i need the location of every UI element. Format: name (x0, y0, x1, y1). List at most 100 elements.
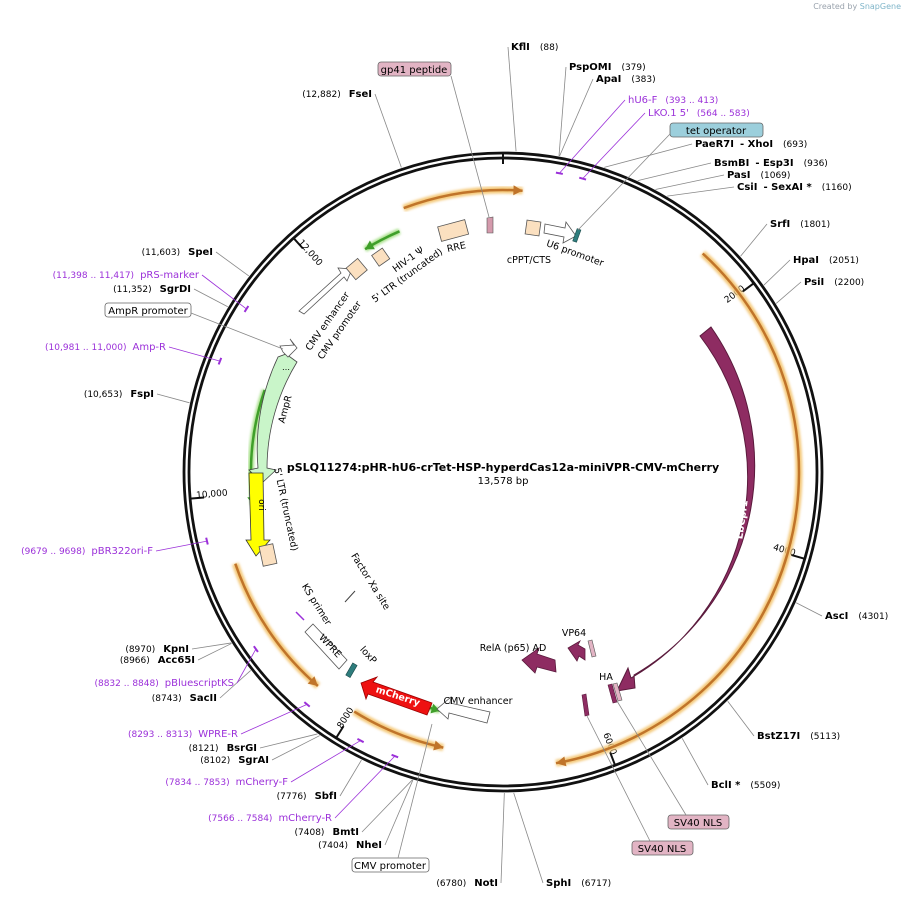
enzyme-label[interactable]: BsmBI- Esp3I(936) (714, 158, 828, 169)
primer-label[interactable]: (7834 .. 7853)mCherry-F (165, 777, 288, 788)
leader-sv40-2 (586, 715, 651, 842)
tick-label: 12,000 (295, 238, 324, 268)
ha-mark[interactable] (607, 683, 618, 704)
primer-label[interactable]: (8293 .. 8313)WPRE-R (128, 729, 238, 740)
enzyme-leader (604, 143, 693, 168)
feature-label-u6: U6 promoter (545, 238, 605, 269)
enzyme-label[interactable]: PsiI(2200) (804, 277, 864, 288)
enzyme-label[interactable]: (7776)SbfI (277, 791, 337, 802)
enzyme-label[interactable]: (8121)BsrGI (189, 743, 257, 754)
ltr-3-box[interactable] (258, 543, 278, 567)
callout-tet-operator[interactable]: tet operator (669, 122, 764, 138)
enzyme-label[interactable]: BstZ17I(5113) (757, 731, 840, 742)
vp64-arrow[interactable] (567, 639, 586, 662)
enzyme-label[interactable]: PasI(1069) (727, 170, 790, 181)
enzyme-labels: KflI(88) PspOMI(379)ApaI(383) PaeR7I- XhoI… (84, 42, 888, 889)
enzyme-label[interactable]: (11,352)SgrDI (113, 284, 191, 295)
enzyme-label[interactable]: (7408)BmtI (295, 827, 359, 838)
primer-label[interactable]: LKO.1 5'(564 .. 583) (648, 108, 750, 119)
callout-sv40-2-box (631, 840, 694, 856)
leader-sv40-1 (616, 700, 687, 816)
orf-arc-left-head (307, 676, 318, 687)
enzyme-label[interactable]: (10,653)FspI (84, 389, 154, 400)
snapgene-credit: Created by SnapGene (813, 2, 901, 11)
hiv-psi-box[interactable] (371, 247, 391, 267)
enzyme-label[interactable]: CsiI- SexAI *(1160) (737, 182, 852, 193)
sv40-nls-mark-1[interactable] (612, 682, 623, 702)
enzyme-label[interactable]: (8970)KpnI (125, 644, 189, 655)
enzyme-label[interactable]: ApaI(383) (596, 74, 656, 85)
enzyme-label[interactable]: (7404)NheI (318, 840, 382, 851)
backbone (182, 151, 824, 793)
enzyme-leader (775, 281, 802, 304)
backbone-outer (182, 151, 824, 793)
enzyme-leader (259, 733, 318, 749)
feature-label-loxp: loxP (357, 644, 378, 666)
enzyme-label[interactable]: SrfI(1801) (770, 219, 830, 230)
loxp-mark[interactable] (345, 662, 358, 678)
enzyme-leader (637, 162, 712, 182)
lbcpf1-arrow[interactable] (616, 326, 756, 692)
wpre-box[interactable] (304, 623, 348, 670)
enzyme-label[interactable]: (6780)NotI (436, 878, 498, 889)
callout-sv40-nls-2[interactable]: SV40 NLS (631, 840, 694, 856)
feature-label-ori: ori (256, 499, 266, 511)
enzyme-label[interactable]: (12,882)FseI (302, 89, 372, 100)
enzyme-label[interactable]: KflI(88) (511, 42, 558, 53)
feature-label-lbcpf1: LbCpf1 (734, 499, 750, 540)
ori-arrow[interactable] (245, 472, 271, 557)
mcherry-arrow[interactable] (360, 676, 433, 716)
u6-promoter-arrow[interactable] (543, 220, 577, 244)
enzyme-label[interactable]: BclI *(5509) (711, 780, 780, 791)
enzyme-label[interactable]: (11,603)SpeI (142, 247, 213, 258)
primer-mark (205, 537, 209, 545)
sv40-nls-mark-2[interactable] (581, 693, 590, 717)
cmv-promoter-arrow-left[interactable] (279, 338, 298, 358)
enzyme-label[interactable]: (8743)SacII (152, 693, 217, 704)
leaders (156, 46, 823, 884)
primer-mark (579, 176, 587, 181)
feature-label-cmv-enhancer-bottom: CMV enhancer (443, 696, 512, 707)
primer-leader (290, 740, 361, 783)
vp64-small-box[interactable] (587, 639, 597, 658)
enzyme-leader (219, 670, 251, 699)
primer-label[interactable]: (8832 .. 8848)pBluescriptKS (94, 678, 234, 689)
callout-sv40-nls-1[interactable]: SV40 NLS (667, 814, 730, 830)
rre-box[interactable] (437, 219, 470, 242)
feature-label-ks-primer: KS primer (299, 582, 333, 628)
enzyme-label[interactable]: (8966)Acc65I (120, 655, 195, 666)
enzyme-leader (655, 174, 725, 190)
orf-arc-bottom-head (433, 740, 444, 751)
callout-tet-box (669, 122, 764, 138)
callout-gp41[interactable]: gp41 peptide (377, 61, 452, 77)
feature-label-cppt: cPPT/CTS (507, 255, 551, 266)
enzyme-label[interactable]: PaeR7I- XhoI(693) (695, 139, 807, 150)
enzyme-label[interactable]: PspOMI(379) (569, 62, 646, 73)
enzyme-leader (193, 288, 228, 308)
primer-leader (201, 274, 247, 310)
cmv-enhancer-arrow-left[interactable] (298, 267, 353, 315)
rela-arrow[interactable] (521, 646, 557, 674)
enzyme-label[interactable]: HpaI(2051) (793, 255, 859, 266)
green-arc-bottom-head (430, 703, 440, 714)
cmv-enhancer-arrow-bottom[interactable] (436, 695, 491, 724)
callout-cmv-promoter[interactable]: CMV promoter (351, 857, 430, 873)
primer-label[interactable]: (9679 .. 9698)pBR322ori-F (21, 546, 153, 557)
ltr-box[interactable] (345, 257, 368, 281)
callout-ampr-promoter[interactable]: AmpR promoter (104, 302, 192, 318)
cppt-box[interactable] (524, 219, 542, 237)
primer-label[interactable]: (11,398 .. 11,417)pRS-marker (53, 270, 200, 281)
primer-label[interactable]: hU6-F(393 .. 413) (628, 95, 718, 106)
enzyme-label[interactable]: (8102)SgrAI (200, 755, 269, 766)
primer-label[interactable]: (7566 .. 7584)mCherry-R (208, 813, 332, 824)
gp41-mark[interactable] (486, 216, 494, 234)
leader-tet (577, 133, 671, 231)
primer-label[interactable]: (10,981 .. 11,000)Amp-R (45, 342, 166, 353)
credit-brand: SnapGene (859, 2, 901, 11)
primer-leader (236, 648, 257, 684)
orf-arc-left-glow (231, 562, 321, 689)
tick-mark (791, 554, 806, 560)
factor-xa-mark (344, 590, 356, 603)
enzyme-label[interactable]: SphI(6717) (546, 878, 611, 889)
enzyme-label[interactable]: AscI(4301) (825, 611, 888, 622)
